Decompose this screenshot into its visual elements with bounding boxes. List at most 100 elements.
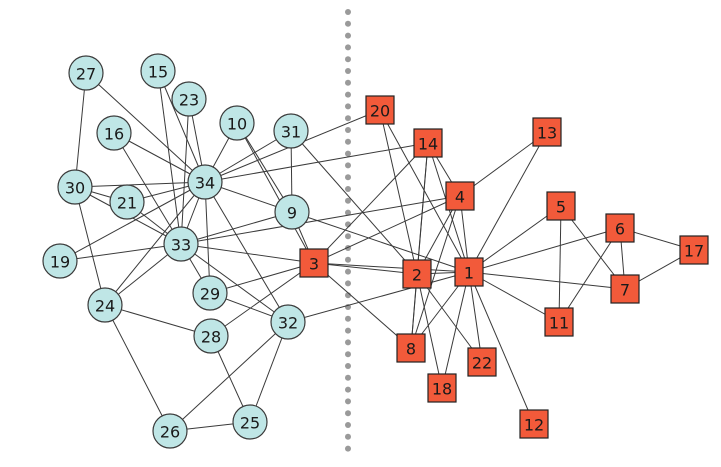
node-28: 28 bbox=[193, 318, 229, 354]
edge-27-30 bbox=[74, 72, 87, 188]
node-3: 3 bbox=[299, 248, 329, 278]
circle-node-shape bbox=[219, 105, 255, 141]
edge-1-7 bbox=[468, 271, 626, 290]
edge-10-3 bbox=[236, 122, 315, 264]
node-29: 29 bbox=[192, 275, 228, 311]
square-node-shape bbox=[679, 235, 709, 265]
edge-30-24 bbox=[74, 186, 106, 306]
divider-dot bbox=[345, 68, 351, 74]
edge-19-34 bbox=[59, 181, 206, 262]
square-node-shape bbox=[402, 259, 432, 289]
edge-6-11 bbox=[558, 227, 621, 323]
circle-node-shape bbox=[68, 55, 104, 91]
node-15: 15 bbox=[140, 53, 176, 89]
square-node-shape bbox=[396, 333, 426, 363]
node-4: 4 bbox=[445, 181, 475, 211]
node-label: 14 bbox=[418, 135, 438, 154]
divider-dot bbox=[345, 32, 351, 39]
divider-dot bbox=[345, 398, 351, 405]
divider-dot bbox=[345, 233, 351, 240]
edge-20-2 bbox=[379, 109, 418, 275]
node-16: 16 bbox=[96, 115, 132, 151]
edge-19-33 bbox=[59, 243, 182, 262]
edge-31-2 bbox=[290, 130, 418, 275]
node-5: 5 bbox=[546, 191, 576, 221]
node-33: 33 bbox=[163, 226, 199, 262]
square-node-shape bbox=[365, 95, 395, 125]
edge-3-1 bbox=[313, 262, 470, 273]
edge-1-5 bbox=[468, 205, 562, 273]
edge-1-22 bbox=[468, 271, 483, 363]
node-label: 27 bbox=[76, 65, 96, 84]
node-label: 24 bbox=[95, 297, 115, 316]
node-25: 25 bbox=[232, 404, 268, 440]
node-32: 32 bbox=[270, 304, 306, 340]
edge-30-34 bbox=[74, 181, 206, 188]
node-31: 31 bbox=[273, 113, 309, 149]
edge-32-26 bbox=[169, 321, 289, 432]
node-17: 17 bbox=[679, 235, 709, 265]
square-node-shape bbox=[532, 117, 562, 147]
circle-node-shape bbox=[171, 81, 207, 117]
edge-3-2 bbox=[313, 262, 418, 275]
node-label: 28 bbox=[201, 328, 221, 347]
square-node-shape bbox=[299, 248, 329, 278]
node-2: 2 bbox=[402, 259, 432, 289]
square-node-shape bbox=[610, 274, 640, 304]
node-label: 34 bbox=[195, 174, 215, 193]
node-label: 25 bbox=[240, 414, 260, 433]
divider-dot bbox=[345, 422, 351, 428]
node-27: 27 bbox=[68, 55, 104, 91]
square-node-shape bbox=[546, 191, 576, 221]
edge-32-25 bbox=[249, 321, 289, 423]
divider-dot bbox=[345, 445, 351, 452]
node-label: 32 bbox=[278, 314, 298, 333]
edge-1-12 bbox=[468, 271, 535, 425]
node-label: 23 bbox=[179, 91, 199, 110]
circle-node-shape bbox=[273, 113, 309, 149]
node-label: 18 bbox=[432, 380, 452, 399]
node-8: 8 bbox=[396, 333, 426, 363]
edge-24-28 bbox=[104, 304, 212, 337]
divider-dot bbox=[345, 127, 351, 133]
node-label: 1 bbox=[464, 264, 474, 283]
edge-5-11 bbox=[558, 205, 562, 323]
node-11: 11 bbox=[544, 307, 574, 337]
circle-node-shape bbox=[193, 318, 229, 354]
divider-dot bbox=[345, 162, 351, 169]
node-20: 20 bbox=[365, 95, 395, 125]
node-label: 10 bbox=[227, 115, 247, 134]
node-9: 9 bbox=[274, 194, 310, 230]
node-1: 1 bbox=[454, 257, 484, 287]
edge-2-18 bbox=[416, 273, 443, 389]
circle-node-shape bbox=[42, 243, 78, 279]
divider-dot bbox=[345, 268, 351, 275]
divider-dot bbox=[345, 115, 351, 122]
circle-node-shape bbox=[140, 53, 176, 89]
edge-9-1 bbox=[291, 211, 470, 273]
circle-node-shape bbox=[232, 404, 268, 440]
node-label: 26 bbox=[160, 423, 180, 442]
edge-4-8 bbox=[410, 195, 461, 349]
node-14: 14 bbox=[413, 128, 443, 158]
square-node-shape bbox=[445, 181, 475, 211]
divider-dot bbox=[345, 20, 351, 27]
divider-dot bbox=[345, 410, 351, 417]
circle-node-shape bbox=[96, 115, 132, 151]
divider-dot bbox=[345, 327, 351, 334]
edge-27-34 bbox=[85, 72, 206, 183]
divider-dot bbox=[345, 56, 351, 63]
node-label: 33 bbox=[171, 236, 191, 255]
node-label: 4 bbox=[455, 188, 465, 207]
node-22: 22 bbox=[467, 347, 497, 377]
edge-33-4 bbox=[180, 195, 461, 245]
circle-node-shape bbox=[270, 304, 306, 340]
node-label: 20 bbox=[370, 102, 390, 121]
node-label: 12 bbox=[524, 416, 544, 435]
node-label: 5 bbox=[556, 198, 566, 217]
divider-dot bbox=[345, 174, 351, 181]
node-26: 26 bbox=[152, 413, 188, 449]
node-label: 17 bbox=[684, 242, 704, 261]
divider-dot bbox=[345, 363, 351, 369]
